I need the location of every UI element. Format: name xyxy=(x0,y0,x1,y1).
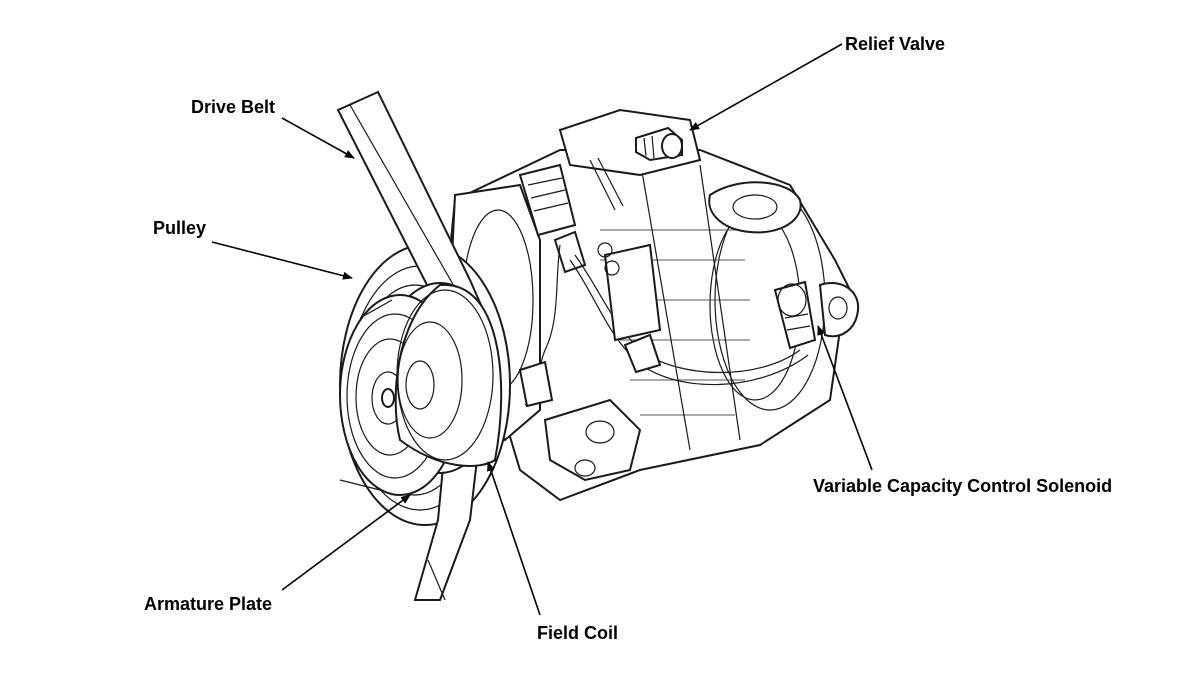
relief-valve-label: Relief Valve xyxy=(845,34,946,54)
leader-solenoid xyxy=(817,325,873,471)
leader-armature-plate xyxy=(281,494,411,591)
wiring-harness xyxy=(518,163,809,408)
leader-field-coil xyxy=(487,461,541,616)
drive-belt-label: Drive Belt xyxy=(191,97,276,117)
armature-plate-label: Armature Plate xyxy=(144,594,273,614)
leader-lines xyxy=(211,43,873,616)
leader-relief-valve xyxy=(689,43,843,131)
relief-valve-part xyxy=(635,126,683,162)
pulley-label: Pulley xyxy=(153,218,207,238)
leader-drive-belt xyxy=(281,117,355,159)
solenoid-part xyxy=(773,280,817,350)
variable-capacity-control-solenoid-label: Variable Capacity Control Solenoid xyxy=(813,476,1113,496)
field-coil-part xyxy=(394,283,503,467)
leader-pulley xyxy=(211,241,353,280)
field-coil-label: Field Coil xyxy=(537,623,618,643)
